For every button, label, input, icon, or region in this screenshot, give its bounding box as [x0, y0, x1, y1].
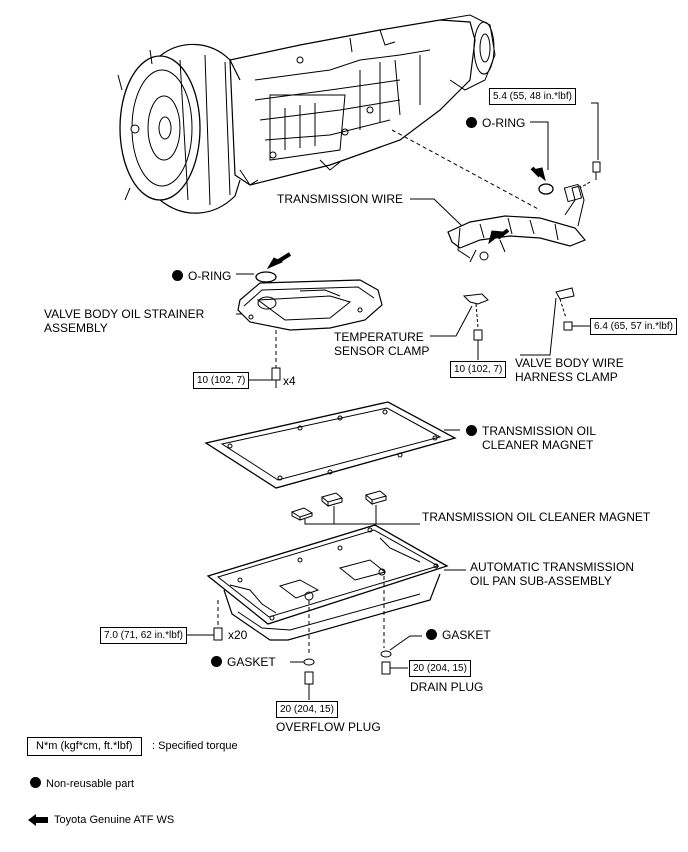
- torque-vb-clamp-bolt: 6.4 (65, 57 in.*lbf): [590, 318, 677, 335]
- oil-pan-drawing: [206, 524, 449, 641]
- legend-nonreusable-text: Non-reusable part: [46, 778, 135, 790]
- label-oil-strainer: VALVE BODY OIL STRAINER ASSEMBLY: [44, 307, 204, 335]
- temp-clamp-line2: SENSOR CLAMP: [334, 344, 430, 358]
- strainer-line2: ASSEMBLY: [44, 321, 108, 335]
- qty-strainer-bolts: x4: [283, 374, 296, 388]
- label-o-ring-upper: O-RING: [466, 116, 525, 130]
- legend-atf: Toyota Genuine ATF WS: [28, 813, 174, 827]
- label-overflow-plug: OVERFLOW PLUG: [276, 720, 381, 734]
- o-ring-upper-text: O-RING: [482, 116, 526, 130]
- label-vb-wire-clamp: VALVE BODY WIRE HARNESS CLAMP: [515, 356, 624, 384]
- torque-overflow-plug: 20 (204, 15): [276, 701, 338, 718]
- label-temp-sensor-clamp: TEMPERATURE SENSOR CLAMP: [334, 330, 429, 358]
- nonreusable-dot-icon: [30, 777, 41, 788]
- atf-arrow-strainer: [266, 252, 292, 270]
- pan-gasket-drawing: [204, 401, 457, 489]
- torque-temp-clamp-bolt: 10 (102, 7): [450, 361, 507, 378]
- gasket-left-text: GASKET: [227, 655, 276, 669]
- nonreusable-dot-icon: [211, 656, 222, 667]
- label-drain-plug: DRAIN PLUG: [410, 680, 484, 694]
- magnets-drawing: [290, 490, 388, 521]
- transmission-case-drawing: [117, 14, 496, 214]
- oil-pan-line1: AUTOMATIC TRANSMISSION: [470, 560, 635, 574]
- legend-nonreusable: Non-reusable part: [30, 777, 134, 791]
- oil-pan-line2: OIL PAN SUB-ASSEMBLY: [470, 574, 612, 588]
- cleaner-magnet-upper-line1: TRANSMISSION OIL: [482, 424, 597, 438]
- vb-clamp-line1: VALVE BODY WIRE: [515, 356, 624, 370]
- oil-strainer-drawing: [237, 279, 383, 331]
- nonreusable-dot-icon: [466, 117, 477, 128]
- transmission-wire-drawing: [447, 183, 586, 263]
- cleaner-magnet-upper-line2: CLEANER MAGNET: [482, 438, 594, 452]
- atf-arrow-wire: [488, 228, 510, 245]
- label-cleaner-magnet-lower: TRANSMISSION OIL CLEANER MAGNET: [422, 510, 651, 524]
- atf-arrow-upper: [530, 166, 546, 182]
- torque-drain-plug: 20 (204, 15): [409, 660, 471, 677]
- gasket-right-text: GASKET: [442, 628, 491, 642]
- label-oil-pan: AUTOMATIC TRANSMISSION OIL PAN SUB-ASSEM…: [470, 560, 634, 588]
- torque-strainer-bolts: 10 (102, 7): [193, 372, 250, 389]
- legend-atf-text: Toyota Genuine ATF WS: [54, 814, 175, 826]
- label-gasket-right: GASKET: [426, 628, 491, 642]
- legend-torque-box: N*m (kgf*cm, ft.*lbf): [27, 737, 142, 756]
- label-gasket-left: GASKET: [211, 655, 276, 669]
- label-cleaner-magnet-upper: TRANSMISSION OIL CLEANER MAGNET: [466, 424, 596, 452]
- nonreusable-dot-icon: [466, 425, 477, 436]
- nonreusable-dot-icon: [172, 270, 183, 281]
- legend-torque-desc: : Specified torque: [152, 740, 238, 752]
- torque-pan-bolts: 7.0 (71, 62 in.*lbf): [100, 627, 187, 644]
- torque-upper-bolt: 5.4 (55, 48 in.*lbf): [489, 88, 576, 105]
- vb-clamp-line2: HARNESS CLAMP: [515, 370, 618, 384]
- strainer-line1: VALVE BODY OIL STRAINER: [44, 307, 205, 321]
- temp-clamp-line1: TEMPERATURE: [334, 330, 424, 344]
- label-o-ring-left: O-RING: [172, 269, 231, 283]
- nonreusable-dot-icon: [426, 629, 437, 640]
- atf-arrow-icon: [28, 814, 48, 827]
- qty-pan-bolts: x20: [228, 628, 248, 642]
- label-transmission-wire: TRANSMISSION WIRE: [277, 192, 404, 206]
- o-ring-left-text: O-RING: [188, 269, 232, 283]
